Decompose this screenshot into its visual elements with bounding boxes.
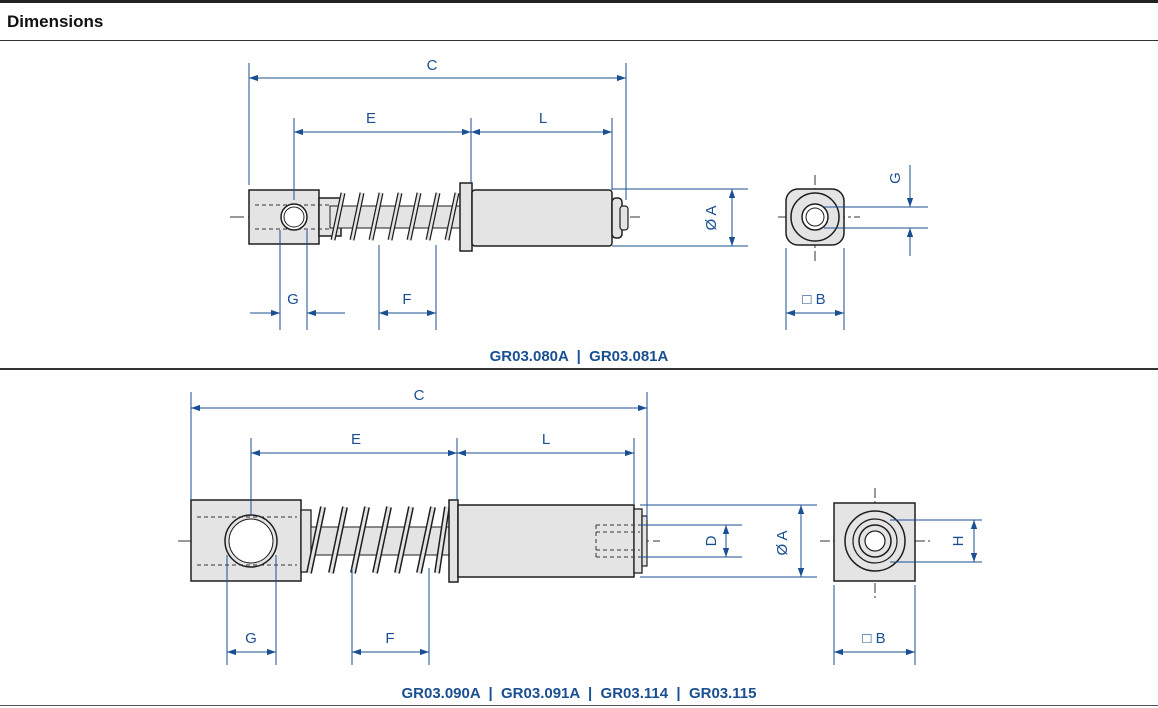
dim2-label-l: L [542, 431, 550, 448]
diagram2-side-view [178, 499, 660, 583]
dim-label-c: C [427, 57, 438, 74]
section-title: Dimensions [7, 12, 104, 31]
diagram1-dimension-labels: C E L G F □ B Ø A G [287, 57, 904, 308]
diagram2-dimension-labels: C E L G F □ B D Ø A H [245, 387, 967, 647]
dim2-label-b: □ B [862, 630, 885, 647]
dim2-label-g: G [245, 630, 257, 647]
dim-label-g-side: G [887, 172, 904, 184]
diagram1-side-view [230, 182, 640, 252]
dim2-label-h: H [950, 536, 967, 547]
dim2-label-d: D [703, 535, 720, 546]
dim-label-l: L [539, 110, 547, 127]
diagram-separator [0, 368, 1158, 370]
dim2-label-c: C [414, 387, 425, 404]
dim-label-f: F [402, 291, 411, 308]
dim-label-g: G [287, 291, 299, 308]
diagram2-end-view [820, 488, 930, 598]
section-header: Dimensions [0, 3, 1158, 41]
diagram2-caption: GR03.090A | GR03.091A | GR03.114 | GR03.… [401, 685, 757, 702]
diagram2-dimension-lines [190, 392, 982, 665]
diagram1-dimension-lines [248, 63, 928, 330]
dim-label-a: Ø A [703, 205, 720, 230]
dim2-label-f: F [385, 630, 394, 647]
diagram1-caption: GR03.080A | GR03.081A [489, 348, 669, 365]
dim-label-b: □ B [802, 291, 825, 308]
dim2-label-a: Ø A [774, 530, 791, 555]
bottom-rule [0, 705, 1158, 706]
top-rule [0, 0, 1158, 3]
diagram1-end-view [778, 175, 860, 262]
dim-label-e: E [366, 110, 376, 127]
dim2-label-e: E [351, 431, 361, 448]
